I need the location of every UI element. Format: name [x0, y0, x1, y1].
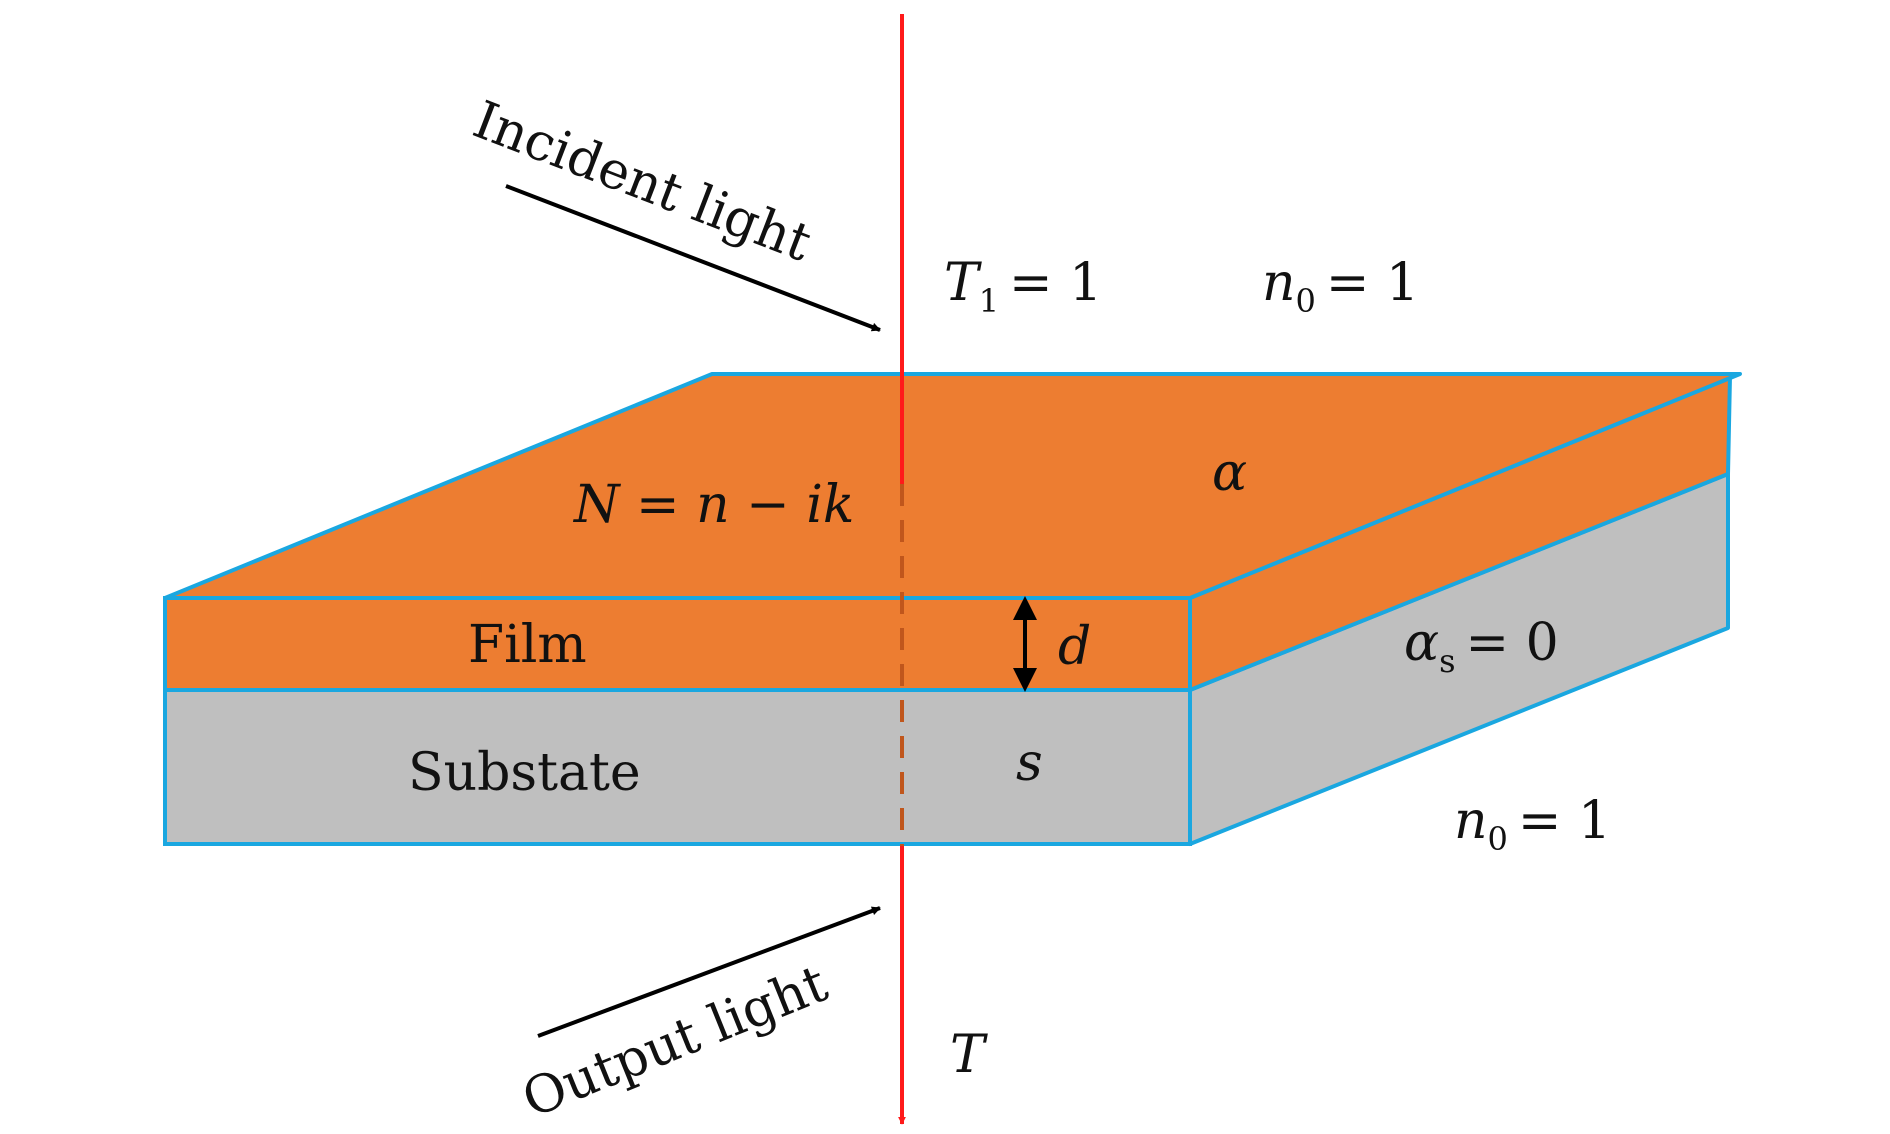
n0-top-symbol: n — [1262, 253, 1296, 313]
substrate-front-face — [163, 688, 1192, 846]
output-light-arrow — [537, 906, 881, 1038]
n0-top-subscript: 0 — [1296, 282, 1316, 320]
alpha-label: α — [1212, 443, 1247, 503]
film-front-face — [163, 596, 1192, 692]
alpha-s-value: = 0 — [1466, 613, 1559, 673]
t1-symbol: T — [944, 253, 982, 313]
film-label: Film — [468, 615, 587, 675]
thickness-arrow-head-top — [1013, 596, 1037, 620]
t1-subscript: 1 — [979, 282, 999, 320]
n0-bottom-value: = 1 — [1518, 791, 1611, 851]
incident-light-arrow — [505, 184, 881, 332]
thickness-arrow-head-bottom — [1013, 668, 1037, 692]
n0-bottom-symbol: n — [1454, 791, 1488, 851]
n0-top-label: n0 = 1 — [1262, 253, 1419, 320]
n0-bottom-subscript: 0 — [1488, 820, 1508, 858]
n0-top-value: = 1 — [1326, 253, 1419, 313]
t1-value: = 1 — [1009, 253, 1102, 313]
alpha-s-symbol: α — [1404, 613, 1439, 673]
substrate-label: Substate — [408, 743, 641, 803]
incident-light-label: Incident light — [465, 90, 819, 274]
alpha-s-subscript: s — [1439, 642, 1455, 680]
n0-bottom-label: n0 = 1 — [1454, 791, 1611, 858]
substrate-symbol-label: s — [1016, 733, 1043, 793]
alpha-s-label: αs = 0 — [1404, 613, 1559, 680]
thickness-label: d — [1058, 617, 1091, 677]
output-light-label: Output light — [514, 954, 835, 1130]
transmittance-label: T — [950, 1025, 988, 1085]
complex-index-label: N = n − ik — [572, 475, 854, 535]
t1-label: T1 = 1 — [944, 253, 1102, 320]
